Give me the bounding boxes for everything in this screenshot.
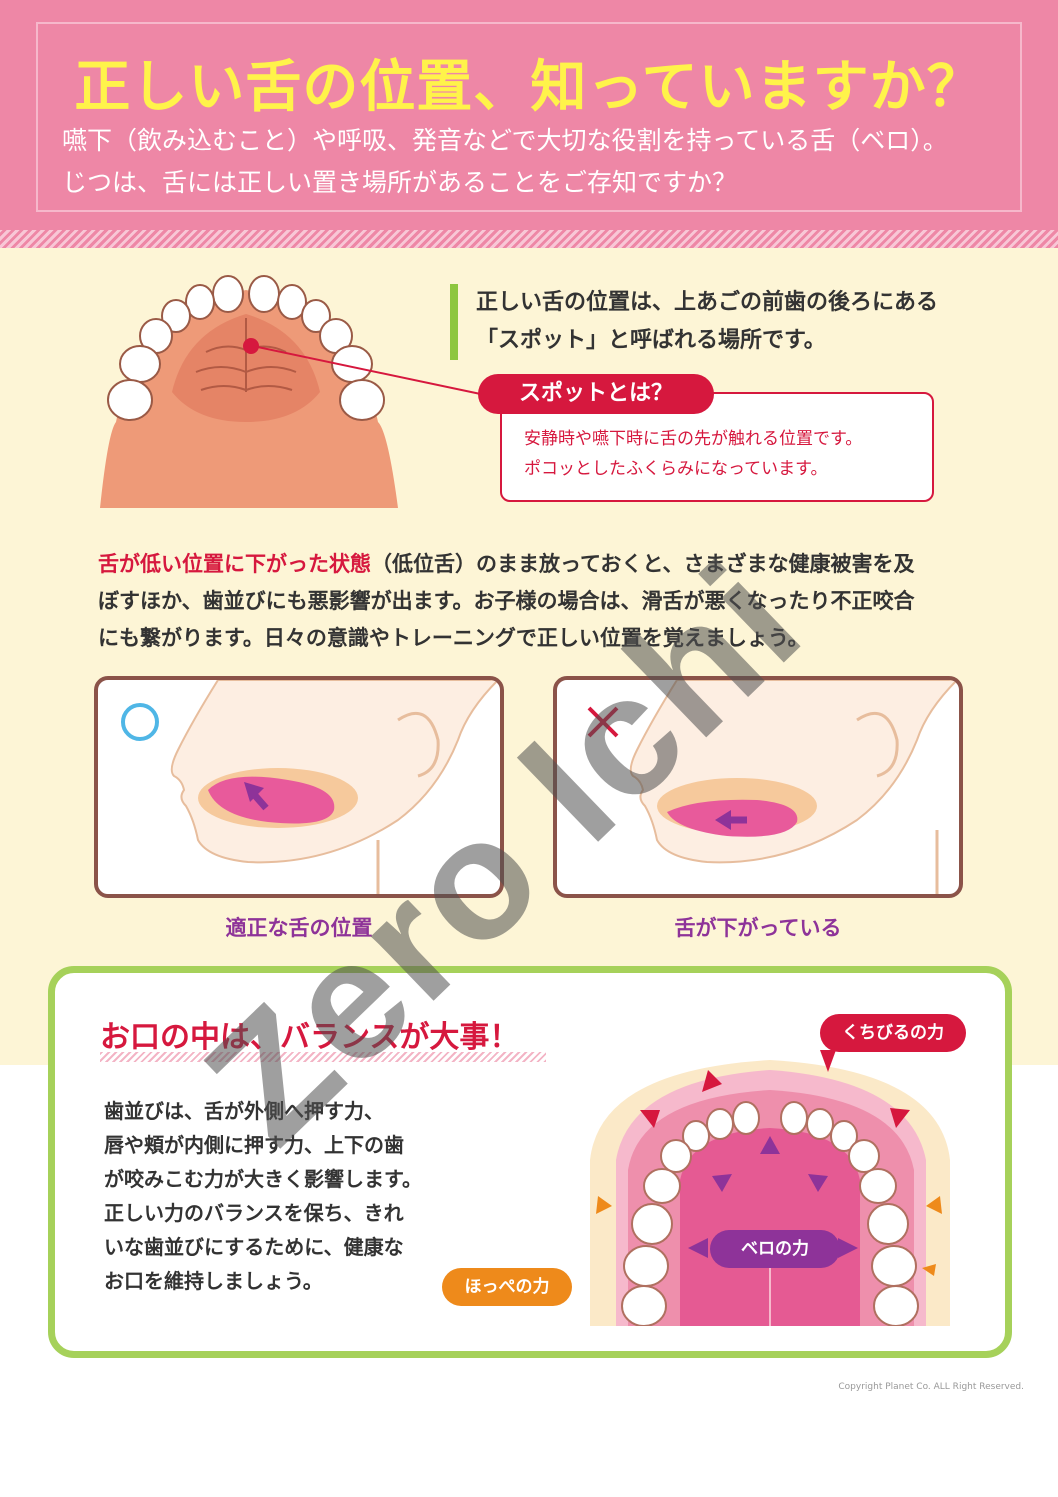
intro-text: 嚥下（飲み込むこと）や呼吸、発音などで大切な役割を持っている舌（ベロ）。 じつは…: [62, 120, 1022, 204]
intro-line: じつは、舌には正しい置き場所があることをご存知ですか？: [62, 168, 738, 197]
balance-title-underline: [100, 1052, 546, 1062]
warning-line: 舌が低い位置に下がった状態（低位舌）のまま放っておくと、さまざまな健康被害を及: [98, 546, 978, 583]
balance-text-line: お口を維持しましょう。: [104, 1269, 323, 1293]
correct-mark-icon: [121, 703, 159, 741]
incorrect-caption: 舌が下がっている: [674, 916, 842, 940]
spot-marker: [243, 338, 259, 354]
spot-label: スポットとは？: [478, 374, 714, 414]
lip-force-arrows: [640, 1050, 910, 1128]
spot-pointer-line: [252, 345, 491, 397]
balance-text-line: いな歯並びにするために、健康な: [104, 1235, 404, 1259]
incorrect-mark-icon: [587, 706, 619, 738]
balance-text-line: 正しい力のバランスを保ち、きれ: [104, 1201, 404, 1225]
copyright-notice: Copyright Planet Co. ALL Right Reserved.: [838, 1382, 1024, 1392]
tongue-force-label: ベロの力: [710, 1230, 840, 1268]
incorrect-tongue-panel: [553, 676, 963, 898]
warning-paragraph: 舌が低い位置に下がった状態（低位舌）のまま放っておくと、さまざまな健康被害を及 …: [98, 546, 978, 657]
spot-description-line: 安静時や嚥下時に舌の先が触れる位置です。: [524, 429, 863, 449]
intro-line: 嚥下（飲み込むこと）や呼吸、発音などで大切な役割を持っている舌（ベロ）。: [62, 126, 948, 155]
cheek-force-label: ほっぺの力: [442, 1268, 572, 1306]
correct-caption: 適正な舌の位置: [225, 916, 373, 940]
spot-heading: 正しい舌の位置は、上あごの前歯の後ろにある 「スポット」と呼ばれる場所です。: [450, 284, 1036, 360]
correct-tongue-panel: [94, 676, 504, 898]
warning-text: （低位舌）のまま放っておくと、さまざまな健康被害を及: [371, 552, 915, 576]
header-stripe: [0, 230, 1058, 248]
spot-description-line: ポコッとしたふくらみになっています。: [524, 459, 828, 479]
warning-line: にも繋がります。日々の意識やトレーニングで正しい位置を覚えましょう。: [98, 626, 809, 650]
cheek-force-arrows: [596, 1196, 942, 1276]
balance-text-line: 唇や頬が内側に押す力、上下の歯: [104, 1133, 404, 1157]
page-title: 正しい舌の位置、知っていますか？: [74, 55, 984, 120]
warning-highlight: 舌が低い位置に下がった状態: [98, 552, 371, 576]
lip-force-label: くちびるの力: [820, 1014, 966, 1052]
balance-text: 歯並びは、舌が外側へ押す力、 唇や頬が内側に押す力、上下の歯 が咬みこむ力が大き…: [104, 1094, 454, 1298]
header-banner: [0, 0, 1058, 248]
warning-line: ぼすほか、歯並びにも悪影響が出ます。お子様の場合は、滑舌が悪くなったり不正咬合: [98, 589, 915, 613]
balance-text-line: が咬みこむ力が大きく影響します。: [104, 1167, 422, 1191]
upper-palate-illustration: [100, 275, 398, 508]
spot-description: 安静時や嚥下時に舌の先が触れる位置です。 ポコッとしたふくらみになっています。: [524, 424, 924, 484]
header-frame: [36, 22, 1022, 212]
spot-heading-line: 「スポット」と呼ばれる場所です。: [476, 328, 826, 353]
tongue-force-arrows: [688, 1136, 858, 1258]
balance-text-line: 歯並びは、舌が外側へ押す力、: [104, 1099, 384, 1123]
dental-arch-illustration: [590, 1050, 950, 1326]
spot-heading-line: 正しい舌の位置は、上あごの前歯の後ろにある: [476, 290, 939, 315]
balance-title: お口の中は、バランスが大事！: [100, 1020, 520, 1055]
